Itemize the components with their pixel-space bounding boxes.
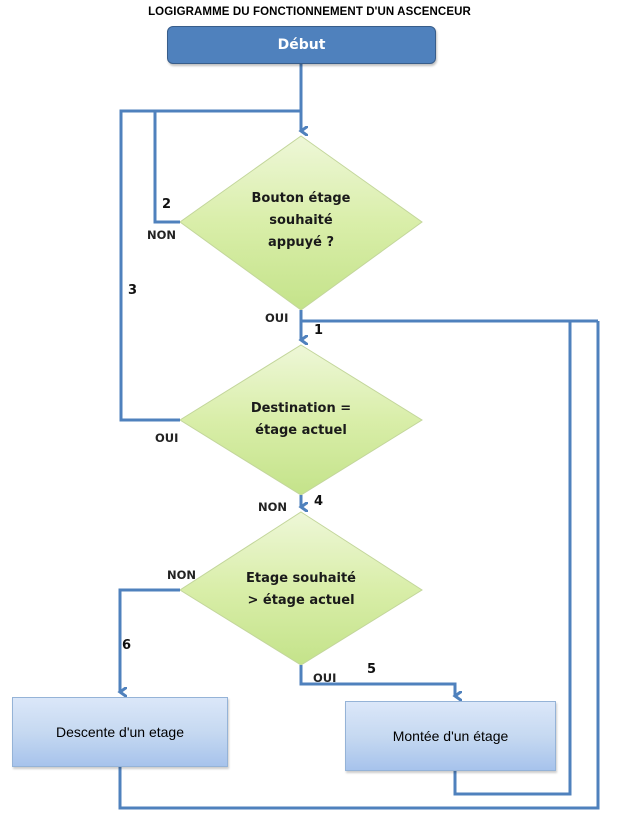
process-descente-label: Descente d'un etage	[56, 724, 184, 740]
branch-label-d1-no: NON	[147, 228, 177, 242]
connector-return-from-up	[453, 321, 572, 796]
branch-label-d3-yes: OUI	[313, 671, 337, 685]
connector-path-2	[153, 111, 180, 224]
connector-path-5	[299, 665, 455, 696]
connector-path-6	[120, 588, 180, 692]
decision-text-button-pressed: Bouton étage souhaité appuyé ?	[251, 191, 351, 250]
process-montee: Montée d'un étage	[345, 701, 556, 771]
path-number-6: 6	[122, 638, 132, 653]
start-label: Début	[277, 37, 326, 53]
branch-label-d3-no: NON	[167, 568, 197, 582]
connector-path-3	[119, 109, 301, 422]
path-number-4: 4	[314, 494, 324, 509]
branch-label-d2-no: NON	[258, 500, 288, 514]
branch-label-d1-yes: OUI	[265, 311, 289, 325]
decision-text-destination-equal: Destination = étage actuel	[250, 401, 352, 438]
branch-label-d2-yes: OUI	[155, 431, 179, 445]
start-terminal: Début	[167, 26, 436, 64]
diagram-title: LOGIGRAMME DU FONCTIONNEMENT D'UN ASCENC…	[148, 6, 471, 18]
path-number-1: 1	[314, 323, 324, 338]
process-descente: Descente d'un etage	[12, 697, 228, 767]
process-montee-label: Montée d'un étage	[392, 728, 509, 744]
path-number-2: 2	[162, 197, 172, 212]
path-number-5: 5	[367, 662, 377, 677]
connector-return-from-down	[118, 321, 600, 810]
decision-text-floor-greater: Etage souhaité > étage actuel	[246, 571, 356, 608]
path-number-3: 3	[128, 283, 138, 298]
